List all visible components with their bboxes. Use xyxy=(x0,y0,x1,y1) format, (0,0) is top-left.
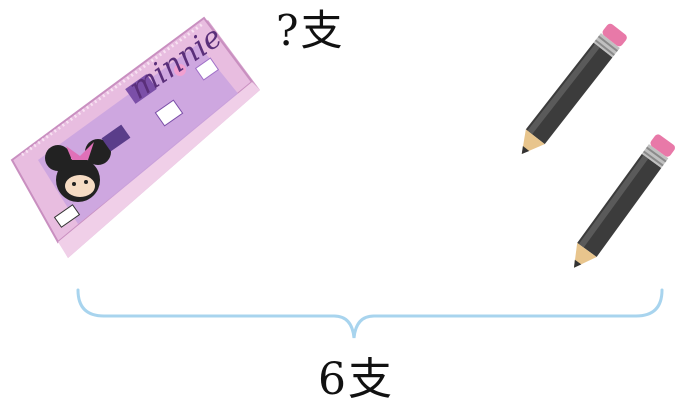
pencil-eraser xyxy=(602,23,627,47)
total-label: 6支 xyxy=(318,354,394,405)
minnie-mouse-icon xyxy=(45,139,111,202)
barcode-sticker xyxy=(53,204,81,228)
question-label: ?支 xyxy=(276,6,345,55)
pencil-case-edge xyxy=(58,82,260,258)
pencil-tip xyxy=(573,242,597,268)
sticker-decoration xyxy=(154,99,184,127)
pencil-case-image: minnie xyxy=(10,16,260,258)
sticker-decoration xyxy=(125,74,157,104)
pencil-ferrule xyxy=(593,33,620,58)
pencil-icon xyxy=(573,134,675,268)
pencil-tip xyxy=(521,129,545,155)
sticker-decoration xyxy=(174,64,186,76)
pencil-eraser xyxy=(650,134,675,157)
sticker-decoration xyxy=(101,124,131,152)
pencil-body xyxy=(577,153,662,257)
sticker-decoration xyxy=(194,57,220,81)
pencil-ferrule xyxy=(641,144,669,168)
pencil-body xyxy=(525,42,613,145)
brace xyxy=(76,288,664,339)
pencil-icon xyxy=(521,23,627,155)
